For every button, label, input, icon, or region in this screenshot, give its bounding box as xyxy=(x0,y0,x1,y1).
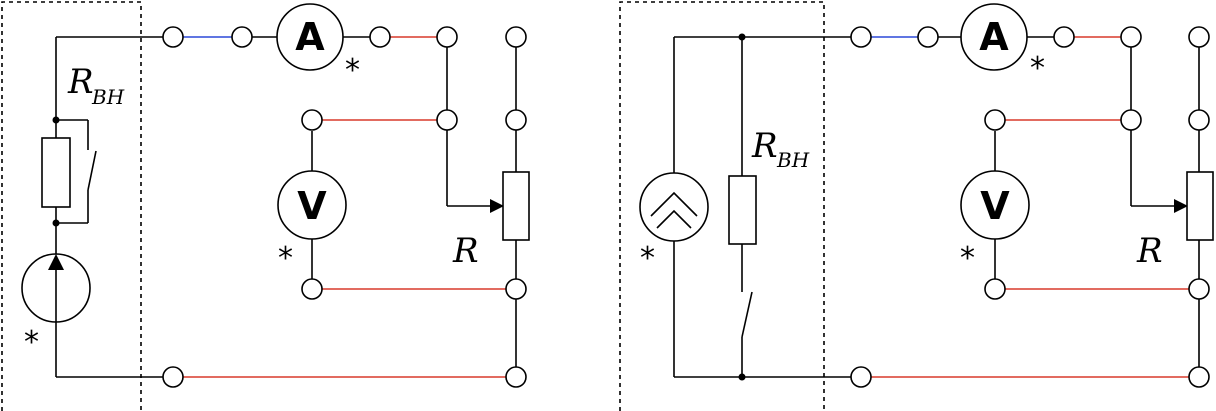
left-rheostat xyxy=(502,171,530,241)
right-rheostat-wiper-arrow xyxy=(1174,199,1188,213)
right-source-chevron-outer xyxy=(650,191,698,217)
left-switch xyxy=(87,150,97,191)
right-switch xyxy=(741,291,753,338)
left-source-boundary xyxy=(1,1,142,411)
left-ammeter-asterisk: * xyxy=(345,53,360,88)
right-source-chevron-inner xyxy=(656,209,692,229)
left-ammeter xyxy=(276,3,344,71)
right-current-source xyxy=(639,172,709,242)
left-rheostat-wiper-arrow xyxy=(490,199,504,213)
left-source-arrow xyxy=(48,254,64,270)
right-source-asterisk: * xyxy=(640,241,655,276)
left-circuit: A V R R ВН * * * xyxy=(1,1,530,411)
right-voltmeter xyxy=(960,170,1030,240)
right-source-boundary xyxy=(619,1,825,411)
left-internal-resistor xyxy=(41,137,71,208)
left-voltmeter-label: V xyxy=(297,184,327,228)
left-internal-resistor-label: R xyxy=(67,62,94,102)
right-internal-resistor-label: R xyxy=(751,126,778,166)
right-load-resistor-label: R xyxy=(1136,231,1163,271)
right-internal-resistor-sub: ВН xyxy=(776,148,810,172)
right-voltmeter-asterisk: * xyxy=(960,241,975,276)
right-ammeter-label: A xyxy=(979,15,1009,59)
left-voltmeter-asterisk: * xyxy=(278,241,293,276)
right-voltmeter-label: V xyxy=(980,184,1010,228)
left-source-asterisk: * xyxy=(24,325,39,360)
right-rheostat xyxy=(1186,171,1214,241)
right-ammeter-asterisk: * xyxy=(1030,51,1045,86)
left-ammeter-label: A xyxy=(295,15,325,59)
left-load-resistor-label: R xyxy=(452,231,479,271)
right-terminals xyxy=(850,26,1210,388)
left-voltmeter xyxy=(277,170,347,240)
left-internal-resistor-sub: ВН xyxy=(91,85,125,109)
right-internal-resistor xyxy=(728,175,757,245)
left-terminals xyxy=(162,26,527,388)
right-ammeter xyxy=(960,3,1028,71)
right-circuit: A V R R ВН * * * xyxy=(619,1,1214,411)
